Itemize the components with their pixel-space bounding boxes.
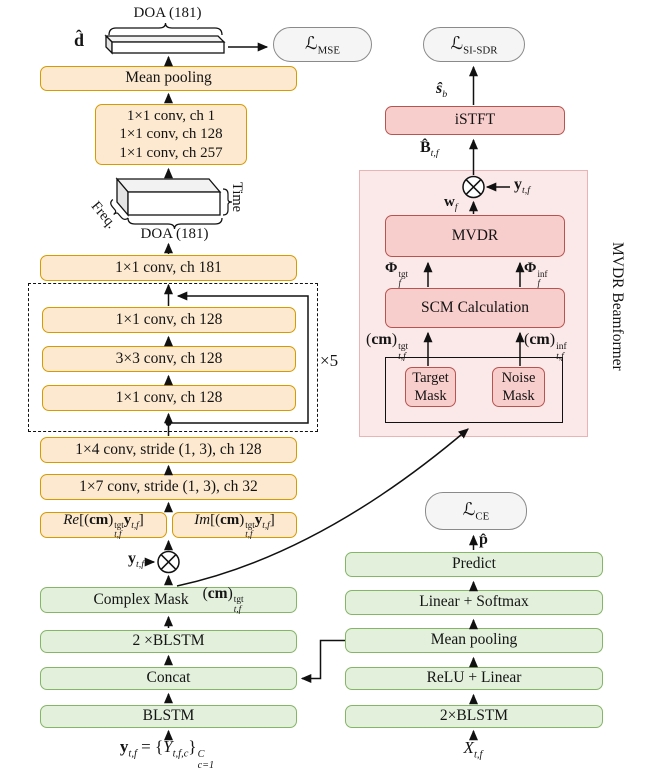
scm-calculation-label: SCM Calculation <box>420 298 530 316</box>
res-conv-mid-box: 3×3 conv, ch 128 <box>42 346 296 372</box>
res-conv-mid-label: 3×3 conv, ch 128 <box>115 349 223 367</box>
linear-softmax-box: Linear + Softmax <box>345 590 603 615</box>
loss-mse-pill: ℒMSE <box>273 27 372 62</box>
repeat-x5-label: ×5 <box>320 351 339 370</box>
complex-mask-label: Complex Mask <box>93 590 189 608</box>
freq-axis-label: Freq. <box>87 198 120 232</box>
conv-181-box: 1×1 conv, ch 181 <box>40 255 297 281</box>
blstm-label: BLSTM <box>142 707 195 725</box>
mvdr-beamformer-label: MVDR Beamformer <box>609 242 626 371</box>
linear-softmax-label: Linear + Softmax <box>419 593 529 611</box>
mean-pooling-right-label: Mean pooling <box>430 631 518 649</box>
noise-mask-label: Noise Mask <box>501 369 536 404</box>
s-hat-b-label: ŝb <box>436 80 448 101</box>
mvdr-box: MVDR <box>385 215 565 257</box>
conv-1x7-label: 1×7 conv, stride (1, 3), ch 32 <box>79 477 258 495</box>
mean-pooling-right-box: Mean pooling <box>345 628 603 653</box>
residual-block-dashed-frame <box>28 283 318 432</box>
relu-linear-box: ReLU + Linear <box>345 667 603 690</box>
conv-stack-box: 1×1 conv, ch 1 1×1 conv, ch 128 1×1 conv… <box>95 104 247 165</box>
conv-1x7-box: 1×7 conv, stride (1, 3), ch 32 <box>40 474 297 500</box>
conv-stack-line-3: 1×1 conv, ch 257 <box>119 144 223 161</box>
p-hat-label: p̂ <box>479 531 488 548</box>
scm-calculation-box: SCM Calculation <box>385 288 565 328</box>
doa-axis-label-top: DOA (181) <box>133 5 202 21</box>
res-conv-bot-label: 1×1 conv, ch 128 <box>115 388 223 406</box>
loss-si-sdr-pill: ℒSI-SDR <box>423 27 525 62</box>
conv-1x4-box: 1×4 conv, stride (1, 3), ch 128 <box>40 437 297 463</box>
concat-label: Concat <box>146 669 191 687</box>
blstm-box: BLSTM <box>40 705 297 728</box>
blstm-2x-right-label: 2×BLSTM <box>439 707 509 725</box>
w-f-label: wf <box>444 194 458 213</box>
doa-top-brace <box>108 22 223 36</box>
blstm-2x-left-box: 2 ×BLSTM <box>40 630 297 653</box>
d-hat-label: d̂ <box>74 30 85 50</box>
conv-stack-line-1: 1×1 conv, ch 1 <box>126 108 216 125</box>
y-tf-left-label: yt,f <box>128 550 144 571</box>
blstm-2x-left-label: 2 ×BLSTM <box>132 632 205 650</box>
loss-ce-pill: ℒCE <box>425 492 527 530</box>
mvdr-label: MVDR <box>451 226 499 244</box>
istft-box: iSTFT <box>385 106 565 135</box>
res-conv-top-label: 1×1 conv, ch 128 <box>115 310 223 328</box>
conv-181-label: 1×1 conv, ch 181 <box>115 258 222 276</box>
doa-axis-label-mid: DOA (181) <box>140 226 209 242</box>
loss-si-sdr-label: ℒSI-SDR <box>450 32 498 57</box>
x-tf-label: Xt,f <box>463 738 483 761</box>
mean-pooling-box: Mean pooling <box>40 66 297 91</box>
multiply-node-left <box>157 550 180 574</box>
loss-ce-label: ℒCE <box>462 499 490 523</box>
relu-linear-label: ReLU + Linear <box>426 669 522 687</box>
conv-stack-line-2: 1×1 conv, ch 128 <box>119 126 223 143</box>
target-mask-label: Target Mask <box>412 369 449 404</box>
feature-cuboid <box>115 177 222 217</box>
res-conv-bot-box: 1×1 conv, ch 128 <box>42 385 296 411</box>
loss-mse-label: ℒMSE <box>305 32 340 57</box>
y-tf-right-label: yt,f <box>514 176 530 197</box>
istft-label: iSTFT <box>454 111 496 129</box>
noise-mask-box: Noise Mask <box>492 367 545 407</box>
concat-box: Concat <box>40 667 297 690</box>
d-hat-vector-bar <box>104 34 226 55</box>
conv-1x4-label: 1×4 conv, stride (1, 3), ch 128 <box>75 440 262 458</box>
predict-box: Predict <box>345 552 603 577</box>
b-hat-label: B̂t,f <box>420 139 439 160</box>
mask-group-frame <box>385 357 563 423</box>
time-axis-label: Time <box>229 182 245 213</box>
mean-pooling-label: Mean pooling <box>125 69 212 87</box>
res-conv-top-box: 1×1 conv, ch 128 <box>42 307 296 333</box>
target-mask-box: Target Mask <box>405 367 456 407</box>
predict-label: Predict <box>452 555 496 573</box>
blstm-2x-right-box: 2×BLSTM <box>345 705 603 728</box>
